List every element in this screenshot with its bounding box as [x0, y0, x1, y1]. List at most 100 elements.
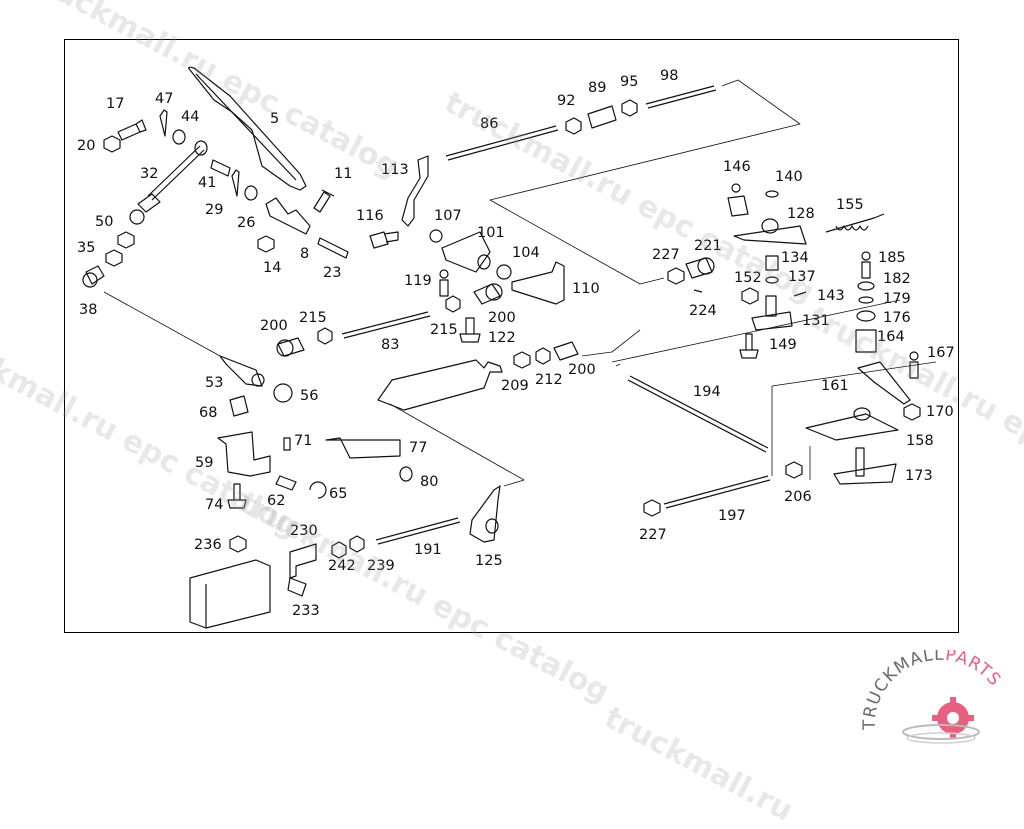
part-callout-197[interactable]: 197 — [718, 508, 746, 524]
part-callout-215[interactable]: 215 — [299, 310, 327, 326]
part-callout-128[interactable]: 128 — [787, 206, 815, 222]
grease-nipple-185 — [861, 261, 871, 279]
part-callout-182[interactable]: 182 — [883, 271, 911, 287]
part-callout-71[interactable]: 71 — [294, 433, 313, 449]
part-callout-35[interactable]: 35 — [77, 240, 96, 256]
part-callout-74[interactable]: 74 — [205, 497, 224, 513]
rod-83 — [341, 311, 431, 339]
part-callout-131[interactable]: 131 — [802, 313, 830, 329]
part-callout-95[interactable]: 95 — [620, 74, 639, 90]
part-callout-152[interactable]: 152 — [734, 270, 762, 286]
part-callout-176[interactable]: 176 — [883, 310, 911, 326]
part-callout-110[interactable]: 110 — [572, 281, 600, 297]
part-callout-77[interactable]: 77 — [409, 440, 428, 456]
part-callout-125[interactable]: 125 — [475, 553, 503, 569]
part-callout-8[interactable]: 8 — [300, 246, 310, 262]
part-callout-119[interactable]: 119 — [404, 273, 432, 289]
part-callout-44[interactable]: 44 — [181, 109, 200, 125]
nut-35 — [105, 249, 123, 267]
nut-227 — [667, 267, 685, 285]
grease-nipple-167 — [909, 361, 919, 379]
part-callout-227[interactable]: 227 — [639, 527, 667, 543]
part-callout-227[interactable]: 227 — [652, 247, 680, 263]
part-callout-29[interactable]: 29 — [205, 202, 224, 218]
part-callout-170[interactable]: 170 — [926, 404, 954, 420]
part-callout-191[interactable]: 191 — [414, 542, 442, 558]
part-callout-80[interactable]: 80 — [420, 474, 439, 490]
part-callout-38[interactable]: 38 — [79, 302, 98, 318]
part-callout-167[interactable]: 167 — [927, 345, 955, 361]
logo-text-parts: PARTS — [944, 650, 1005, 691]
lever-125 — [469, 485, 501, 543]
lever-161 — [857, 361, 911, 405]
part-callout-149[interactable]: 149 — [769, 337, 797, 353]
part-callout-98[interactable]: 98 — [660, 68, 679, 84]
part-callout-89[interactable]: 89 — [588, 80, 607, 96]
part-callout-23[interactable]: 23 — [323, 265, 342, 281]
part-callout-41[interactable]: 41 — [198, 175, 217, 191]
part-callout-206[interactable]: 206 — [784, 489, 812, 505]
part-callout-104[interactable]: 104 — [512, 245, 540, 261]
bracket-77 — [325, 437, 401, 459]
part-callout-47[interactable]: 47 — [155, 91, 174, 107]
part-callout-17[interactable]: 17 — [106, 96, 125, 112]
part-callout-179[interactable]: 179 — [883, 291, 911, 307]
part-callout-56[interactable]: 56 — [300, 388, 319, 404]
part-callout-212[interactable]: 212 — [535, 372, 563, 388]
part-callout-209[interactable]: 209 — [501, 378, 529, 394]
part-callout-134[interactable]: 134 — [781, 250, 809, 266]
bolt-116 — [369, 231, 399, 249]
part-callout-158[interactable]: 158 — [906, 433, 934, 449]
part-callout-224[interactable]: 224 — [689, 303, 717, 319]
part-callout-161[interactable]: 161 — [821, 378, 849, 394]
part-callout-14[interactable]: 14 — [263, 260, 282, 276]
part-callout-92[interactable]: 92 — [557, 93, 576, 109]
part-callout-116[interactable]: 116 — [356, 208, 384, 224]
part-callout-239[interactable]: 239 — [367, 558, 395, 574]
part-callout-143[interactable]: 143 — [817, 288, 845, 304]
part-callout-20[interactable]: 20 — [77, 138, 96, 154]
part-callout-113[interactable]: 113 — [381, 162, 409, 178]
part-callout-200[interactable]: 200 — [488, 310, 516, 326]
part-callout-200[interactable]: 200 — [260, 318, 288, 334]
part-callout-59[interactable]: 59 — [195, 455, 214, 471]
part-callout-53[interactable]: 53 — [205, 375, 224, 391]
part-callout-68[interactable]: 68 — [199, 405, 218, 421]
part-callout-215[interactable]: 215 — [430, 322, 458, 338]
washer-44 — [172, 129, 186, 145]
part-callout-101[interactable]: 101 — [477, 225, 505, 241]
part-callout-122[interactable]: 122 — [488, 330, 516, 346]
part-callout-83[interactable]: 83 — [381, 337, 400, 353]
clip-224 — [693, 289, 703, 293]
part-callout-62[interactable]: 62 — [267, 493, 286, 509]
part-callout-11[interactable]: 11 — [334, 166, 353, 182]
part-callout-230[interactable]: 230 — [290, 523, 318, 539]
bushing-164 — [855, 329, 877, 353]
part-callout-155[interactable]: 155 — [836, 197, 864, 213]
pin-71 — [283, 437, 291, 451]
part-callout-236[interactable]: 236 — [194, 537, 222, 553]
part-callout-137[interactable]: 137 — [788, 269, 816, 285]
part-callout-200[interactable]: 200 — [568, 362, 596, 378]
part-callout-194[interactable]: 194 — [693, 384, 721, 400]
cotter-29 — [231, 169, 240, 197]
part-callout-5[interactable]: 5 — [270, 111, 280, 127]
part-callout-173[interactable]: 173 — [905, 468, 933, 484]
part-callout-164[interactable]: 164 — [877, 329, 905, 345]
part-callout-32[interactable]: 32 — [140, 166, 159, 182]
part-callout-107[interactable]: 107 — [434, 208, 462, 224]
part-callout-65[interactable]: 65 — [329, 486, 348, 502]
washer-137 — [765, 276, 779, 284]
part-callout-140[interactable]: 140 — [775, 169, 803, 185]
part-callout-185[interactable]: 185 — [878, 250, 906, 266]
nut-152 — [741, 287, 759, 305]
part-callout-233[interactable]: 233 — [292, 603, 320, 619]
part-callout-26[interactable]: 26 — [237, 215, 256, 231]
part-callout-146[interactable]: 146 — [723, 159, 751, 175]
part-callout-86[interactable]: 86 — [480, 116, 499, 132]
part-callout-221[interactable]: 221 — [694, 238, 722, 254]
rod-191 — [375, 517, 461, 545]
rod-98 — [645, 85, 717, 109]
part-callout-242[interactable]: 242 — [328, 558, 356, 574]
part-callout-50[interactable]: 50 — [95, 214, 114, 230]
